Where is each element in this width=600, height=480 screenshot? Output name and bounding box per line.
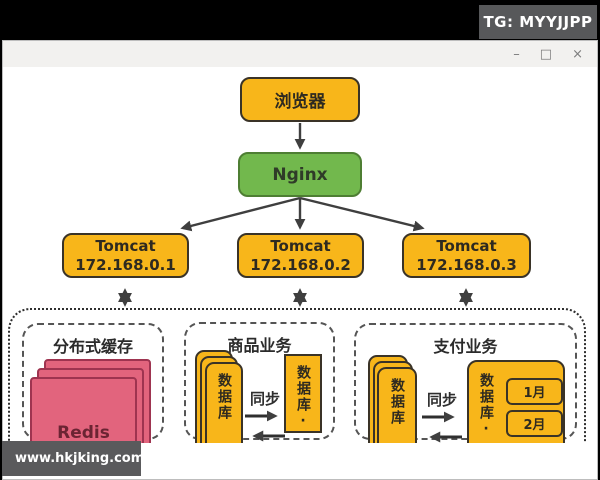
product-group-title: 商品业务 (227, 336, 292, 355)
browser-node: 浏览器 (240, 77, 360, 122)
tomcat-ip: 172.168.0.2 (250, 255, 351, 274)
sync-label: 同步 (426, 391, 457, 409)
product-db-single: 数据库· (284, 354, 322, 443)
sync-arrows (422, 411, 462, 443)
payment-db-month-card: 数据库· 1月 2月 (467, 360, 565, 443)
window-titlebar[interactable]: – □ × (3, 41, 597, 68)
database-label: 数据库· (295, 365, 311, 431)
database-label: 数据库 (389, 378, 405, 426)
tomcat-name: Tomcat (95, 236, 156, 255)
tomcat-ip: 172.168.0.3 (416, 255, 517, 274)
payment-group-title: 支付业务 (433, 337, 498, 356)
maximize-icon[interactable]: □ (539, 46, 553, 62)
tomcat-node-1: Tomcat 172.168.0.1 (62, 233, 189, 278)
cache-group: 分布式缓存 Redis (22, 323, 164, 443)
sync-label: 同步 (249, 390, 280, 408)
redis-stack: Redis (30, 359, 151, 443)
tomcat-name: Tomcat (270, 236, 331, 255)
tomcat-ip: 172.168.0.1 (75, 255, 176, 274)
tomcat-name: Tomcat (436, 236, 497, 255)
redis-label: Redis (57, 423, 110, 443)
payment-group: 支付业务 数据库 同步 数据库· 1月 2月 (354, 323, 577, 443)
database-card: 数据库 (377, 367, 417, 443)
redis-card: Redis (30, 377, 137, 443)
minimize-icon[interactable]: – (513, 46, 520, 62)
app-window: – □ × 浏览器 Nginx Tomcat 172.168.0.1 Tomca… (2, 40, 598, 480)
product-db-stack: 数据库 (195, 350, 243, 443)
tomcat-node-3: Tomcat 172.168.0.3 (402, 233, 531, 278)
payment-db-stack: 数据库 (368, 355, 417, 443)
close-icon[interactable]: × (572, 46, 583, 62)
tg-channel-badge: TG: MYYJJPP (479, 5, 597, 39)
nginx-label: Nginx (272, 164, 328, 185)
architecture-diagram: 浏览器 Nginx Tomcat 172.168.0.1 Tomcat 172.… (3, 67, 597, 443)
database-label: 数据库 (216, 373, 232, 421)
database-label: 数据库· (478, 373, 494, 439)
sync-arrows (245, 410, 285, 442)
tomcat-node-2: Tomcat 172.168.0.2 (237, 233, 364, 278)
watermark: www.hkjking.com (2, 441, 144, 476)
month-box-jan: 1月 (506, 378, 563, 405)
cache-group-title: 分布式缓存 (52, 337, 133, 356)
month-box-feb: 2月 (506, 410, 563, 437)
database-card: 数据库 (205, 362, 243, 443)
database-card: 数据库· (284, 354, 322, 433)
product-group: 商品业务 数据库 同步 数据库· (184, 322, 335, 443)
services-container (8, 308, 586, 443)
browser-label: 浏览器 (274, 92, 326, 112)
nginx-node: Nginx (238, 152, 362, 197)
